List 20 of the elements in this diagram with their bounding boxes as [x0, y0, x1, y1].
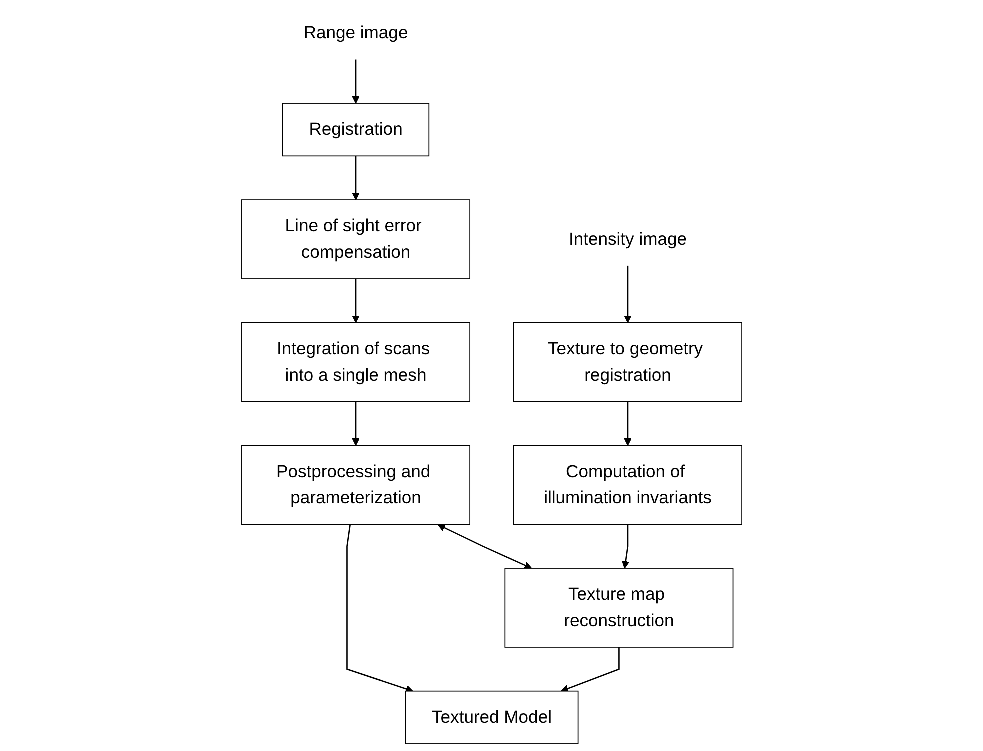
arrow — [352, 156, 360, 200]
node-box: Registration — [282, 103, 430, 157]
arrow — [624, 402, 632, 446]
arrow — [346, 524, 413, 693]
arrow — [352, 402, 360, 446]
node-box: Computation of illumination invariants — [513, 445, 742, 526]
node-box: Textured Model — [404, 690, 578, 744]
node-box: Texture to geometry registration — [513, 322, 742, 402]
arrow — [560, 647, 620, 692]
node-box: Postprocessing and parameterization — [241, 445, 470, 526]
arrow — [624, 266, 632, 324]
node-text: Intensity image — [568, 230, 686, 250]
arrow — [437, 524, 532, 570]
arrow — [352, 279, 360, 324]
node-text: Range image — [303, 24, 408, 43]
node-box: Texture map reconstruction — [504, 568, 734, 648]
arrow — [622, 524, 630, 569]
node-box: Line of sight error compensation — [241, 200, 470, 280]
node-box: Integration of scans into a single mesh — [241, 322, 470, 402]
arrow — [352, 60, 360, 104]
